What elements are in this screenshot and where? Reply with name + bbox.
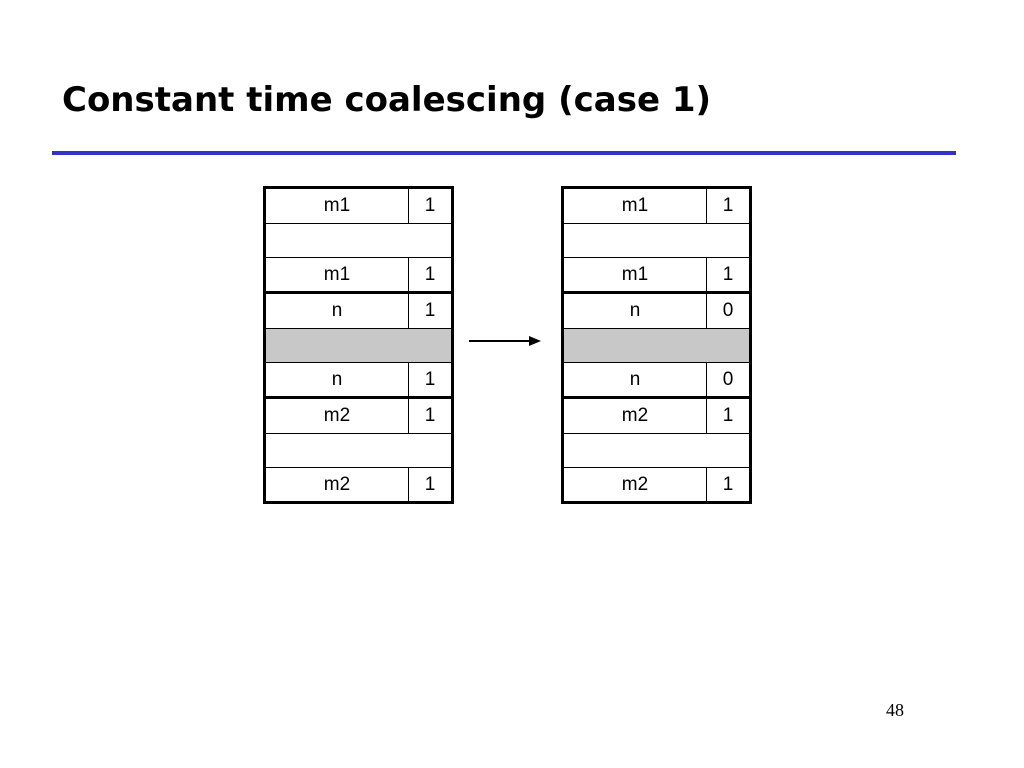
- alloc-bit-cell: 0: [722, 368, 734, 390]
- block-n: n 1 n 1: [266, 291, 451, 396]
- block-n: n 0 n 0: [564, 291, 749, 396]
- alloc-bit-cell: 1: [722, 405, 734, 426]
- alloc-bit-cell: 1: [722, 473, 734, 495]
- size-cell: m1: [564, 189, 707, 223]
- alloc-bit-cell: 0: [722, 300, 734, 321]
- alloc-bit-cell: 1: [424, 300, 436, 321]
- size-cell: n: [564, 363, 707, 396]
- block-m2: m2 1 m2 1: [266, 396, 451, 501]
- footer-row: m1 1: [266, 257, 451, 291]
- header-row: m2 1: [564, 399, 749, 433]
- payload-row: [564, 433, 749, 467]
- block-m1: m1 1 m1 1: [564, 189, 749, 291]
- after-heap-table: m1 1 m1 1 n 0 n 0 m2 1 m2 1: [561, 186, 752, 504]
- block-m2: m2 1 m2 1: [564, 396, 749, 501]
- size-cell: m1: [266, 189, 409, 223]
- alloc-bit-cell: 1: [424, 368, 436, 390]
- payload-row-shaded: [564, 328, 749, 362]
- header-row: n 0: [564, 294, 749, 328]
- header-row: m1 1: [266, 189, 451, 223]
- footer-row: m2 1: [266, 467, 451, 501]
- size-cell: n: [266, 294, 409, 328]
- slide-title: Constant time coalescing (case 1): [62, 80, 712, 120]
- footer-row: m2 1: [564, 467, 749, 501]
- footer-row: n 1: [266, 362, 451, 396]
- title-rule: [52, 151, 956, 155]
- header-row: m2 1: [266, 399, 451, 433]
- size-cell: n: [564, 294, 707, 328]
- size-cell: m2: [266, 468, 409, 501]
- payload-row: [266, 433, 451, 467]
- alloc-bit-cell: 1: [722, 263, 734, 285]
- before-heap-table: m1 1 m1 1 n 1 n 1 m2 1 m2 1: [263, 186, 454, 504]
- payload-row-shaded: [266, 328, 451, 362]
- size-cell: n: [266, 363, 409, 396]
- footer-row: m1 1: [564, 257, 749, 291]
- header-row: m1 1: [564, 189, 749, 223]
- alloc-bit-cell: 1: [424, 473, 436, 495]
- right-arrow-icon: [469, 336, 541, 346]
- footer-row: n 0: [564, 362, 749, 396]
- block-m1: m1 1 m1 1: [266, 189, 451, 291]
- alloc-bit-cell: 1: [424, 263, 436, 285]
- alloc-bit-cell: 1: [424, 195, 436, 216]
- slide-number: 48: [886, 700, 904, 720]
- size-cell: m2: [564, 399, 707, 433]
- alloc-bit-cell: 1: [424, 405, 436, 426]
- payload-row: [266, 223, 451, 257]
- alloc-bit-cell: 1: [722, 195, 734, 216]
- size-cell: m1: [564, 258, 707, 291]
- payload-row: [564, 223, 749, 257]
- header-row: n 1: [266, 294, 451, 328]
- size-cell: m2: [266, 399, 409, 433]
- size-cell: m2: [564, 468, 707, 501]
- size-cell: m1: [266, 258, 409, 291]
